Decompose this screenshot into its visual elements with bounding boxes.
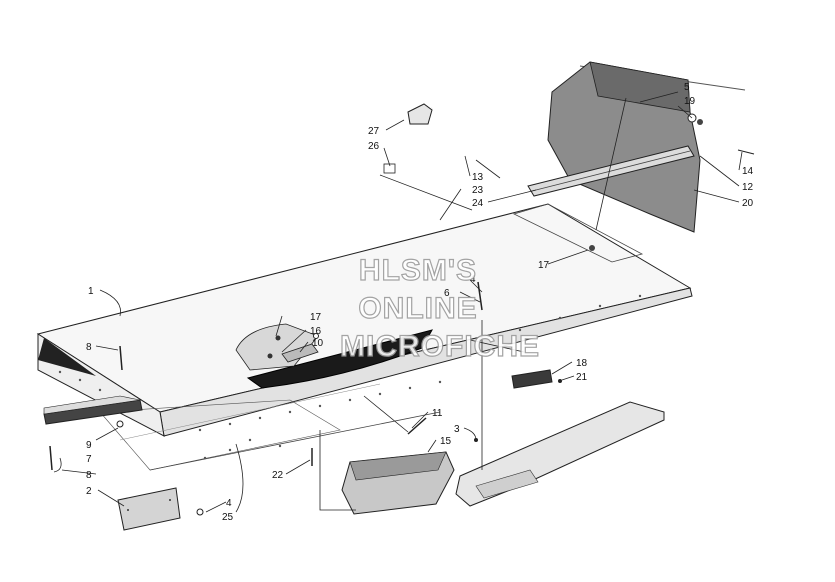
callout-6: 6 — [444, 288, 450, 299]
callout-25: 25 — [222, 512, 234, 523]
rivet-holes — [58, 294, 642, 460]
callout-26: 26 — [368, 141, 380, 152]
callout-labels: 27 26 5 19 14 12 20 13 23 24 17 1 4 6 17… — [86, 82, 754, 523]
callout-2: 2 — [86, 486, 92, 497]
callout-13: 13 — [472, 172, 484, 183]
callout-19: 19 — [684, 96, 696, 107]
callout-3: 3 — [454, 424, 460, 435]
callout-22: 22 — [272, 470, 284, 481]
callout-5: 5 — [684, 82, 690, 93]
bolt-14 — [737, 149, 755, 155]
leader-lines — [53, 91, 743, 513]
watermark-line-3: MICROFICHE — [340, 330, 540, 363]
callout-18: 18 — [576, 358, 588, 369]
callout-8-lower: 8 — [86, 470, 92, 481]
mount-block — [281, 343, 319, 363]
callout-7: 7 — [86, 454, 92, 465]
left-shadow-panel — [38, 338, 96, 376]
rear-plate-2 — [117, 487, 181, 531]
callout-15: 15 — [440, 436, 452, 447]
small-fasteners — [49, 245, 595, 516]
callout-9: 9 — [86, 440, 92, 451]
callout-1: 1 — [88, 286, 94, 297]
callout-12: 12 — [742, 182, 754, 193]
callout-10: 10 — [312, 338, 324, 349]
callout-23: 23 — [472, 185, 484, 196]
callout-27: 27 — [368, 126, 380, 137]
front-angle-bracket — [43, 395, 143, 425]
watermark-line-1: HLSM'S — [359, 254, 477, 287]
watermark-line-2: ONLINE — [358, 292, 477, 325]
end-cap-bracket — [407, 103, 433, 125]
callout-17-lower: 17 — [310, 312, 322, 323]
tunnel-cross-bar — [527, 145, 695, 197]
callout-4-upper: 4 — [470, 274, 476, 285]
watermark: HLSM'S ONLINE MICROFICHE — [339, 253, 540, 363]
callout-11: 11 — [432, 408, 443, 419]
callout-14: 14 — [742, 166, 754, 177]
callout-17-upper: 17 — [538, 260, 550, 271]
callout-4-lower: 4 — [226, 498, 232, 509]
callout-24: 24 — [472, 198, 484, 209]
callout-16: 16 — [310, 326, 322, 337]
callout-20: 20 — [742, 198, 754, 209]
snow-flap — [547, 61, 701, 233]
step-plate — [341, 451, 455, 515]
dark-brace — [246, 329, 434, 389]
running-board — [455, 401, 665, 507]
callout-21: 21 — [576, 372, 588, 383]
callout-8-upper: 8 — [86, 342, 92, 353]
reflector-18 — [511, 369, 553, 389]
fastener-washer — [697, 119, 703, 125]
